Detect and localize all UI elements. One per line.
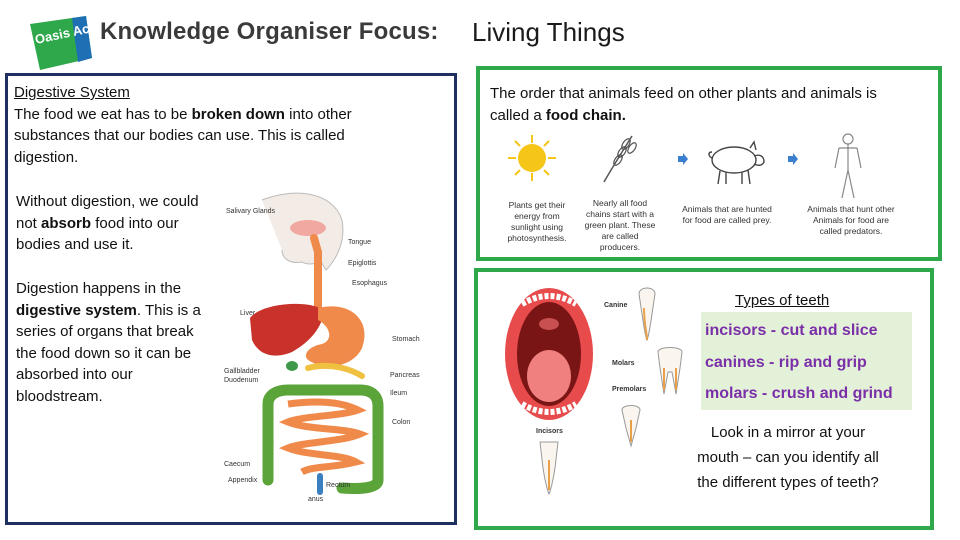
tooth-label: Incisors <box>536 428 563 435</box>
organ-label: Rectum <box>326 482 351 489</box>
arrow-right-icon <box>678 153 688 165</box>
sun-icon <box>508 135 556 181</box>
organ-label: Salivary Glands <box>226 208 276 215</box>
organ-label: Caecum <box>224 461 251 468</box>
organ-label: Colon <box>392 419 411 426</box>
organ-label: Stomach <box>392 336 420 343</box>
food-chain-intro: The order that animals feed on other pla… <box>490 85 877 124</box>
tooth-label: Molars <box>612 360 635 367</box>
organ-label: Duodenum <box>224 377 259 384</box>
tooth-label: Premolars <box>612 386 647 393</box>
page-title: Knowledge Organiser Focus: <box>100 18 439 45</box>
digestion-panel <box>5 73 457 525</box>
arrow-right-icon <box>788 153 798 165</box>
canines-line: canines - rip and grip <box>705 354 867 371</box>
food-chain-panel <box>476 66 942 261</box>
tooth-label: Canine <box>604 302 628 309</box>
mouth-diagram <box>505 288 593 420</box>
human-icon <box>834 133 862 199</box>
teeth-types-box: incisors - cut and slice canines - rip a… <box>701 312 912 410</box>
teeth-title: Types of teeth <box>735 292 830 309</box>
organ-label: Epiglottis <box>348 260 377 267</box>
molar-tooth-icon <box>657 347 683 395</box>
organ-label: Pancreas <box>390 372 420 379</box>
food-chain-caption: Animals that hunt other Animals for food… <box>807 204 895 236</box>
organ-label: Esophagus <box>352 280 388 287</box>
organ-label: anus <box>308 496 324 503</box>
organ-label: Tongue <box>348 239 371 246</box>
molars-line: molars - crush and grind <box>705 385 893 402</box>
mirror-prompt: Look in a mirror at your mouth – can you… <box>697 424 879 491</box>
organ-label: Appendix <box>228 477 258 484</box>
food-chain-caption: Nearly all food chains start with a gree… <box>584 198 656 252</box>
canine-tooth-icon <box>638 287 656 342</box>
digestion-heading: Digestive System <box>14 84 130 101</box>
incisor-tooth-icon <box>539 441 559 496</box>
organ-label: Gallbladder <box>224 368 260 375</box>
organ-label: Liver <box>240 310 256 317</box>
pig-icon <box>708 140 765 185</box>
wheat-icon <box>603 135 637 183</box>
premolar-tooth-icon <box>621 405 641 448</box>
digestive-system-diagram <box>250 192 384 495</box>
food-chain-caption: Animals that are hunted for food are cal… <box>682 204 772 225</box>
incisors-line: incisors - cut and slice <box>705 322 878 339</box>
topic-title: Living Things <box>472 17 625 47</box>
oasis-logo: Oasis Academy <box>30 14 96 70</box>
digestion-intro: Digestive System The food we eat has to … <box>14 84 352 166</box>
organ-label: Ileum <box>390 390 408 397</box>
food-chain-caption: Plants get their energy from sunlight us… <box>507 200 567 243</box>
teeth-panel <box>474 268 934 530</box>
absorb-paragraph: Without digestion, we could not absorb f… <box>16 193 199 253</box>
digestive-system-paragraph: Digestion happens in the digestive syste… <box>16 280 201 405</box>
